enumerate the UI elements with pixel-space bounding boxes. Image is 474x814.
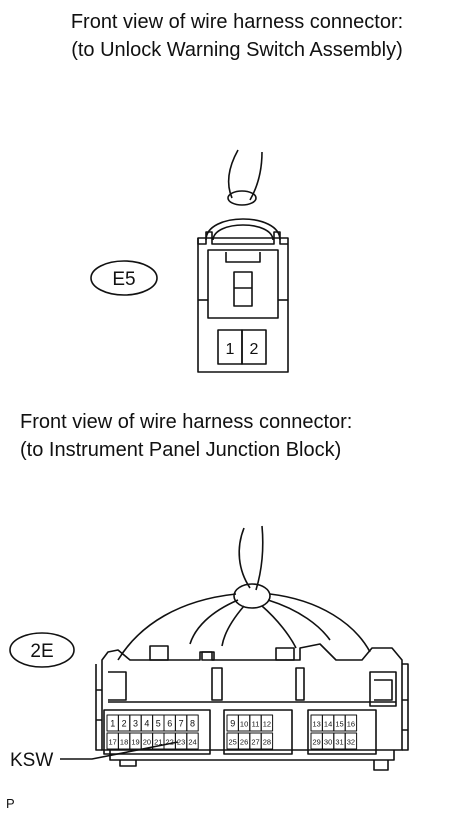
ksw-label: KSW [10, 750, 53, 771]
2e-top-tab-1 [149, 645, 169, 661]
2e-foot-right [373, 760, 389, 771]
e5-pin-1: 1 [226, 341, 235, 358]
2e-left-rib [95, 664, 102, 751]
caption-2e: Front view of wire harness connector: (t… [20, 408, 460, 464]
2e-right-rib-2 [402, 699, 408, 731]
2e-pin-29: 29 [313, 738, 321, 747]
2e-pin-10: 10 [240, 720, 248, 729]
2e-pin-cell [344, 714, 358, 732]
2e-fan-3 [221, 605, 245, 647]
2e-center-post-2 [295, 667, 305, 701]
2e-left-rib-2 [96, 689, 102, 721]
2e-fan-2 [189, 599, 239, 645]
2e-center-post [211, 667, 223, 701]
2e-pin-11: 11 [252, 720, 260, 729]
2e-pin-6: 6 [167, 719, 172, 729]
2e-pin-23: 23 [177, 738, 185, 747]
2e-pin-2: 2 [122, 719, 127, 729]
2e-pin-24: 24 [188, 738, 196, 747]
caption-e5: Front view of wire harness connector: (t… [0, 8, 474, 64]
caption-2e-line2: (to Instrument Panel Junction Block) [20, 439, 342, 461]
2e-right-latch [369, 671, 397, 707]
e5-body [197, 237, 289, 373]
2e-pin-25: 25 [229, 738, 237, 747]
2e-wire-bundle [233, 583, 271, 609]
2e-top-tab-2 [201, 651, 215, 661]
e5-lock-arc-inner [212, 224, 274, 241]
2e-pin-5: 5 [156, 719, 161, 729]
2e-pin-cell [344, 732, 358, 750]
2e-pin-22: 22 [166, 738, 174, 747]
2e-wire-2 [255, 525, 264, 591]
2e-block-c-frame [307, 709, 377, 755]
2e-right-latch-2 [374, 679, 393, 701]
2e-pin-cell [186, 714, 199, 732]
2e-pin-28: 28 [263, 738, 271, 747]
2e-pin-cell [260, 732, 274, 750]
2e-id-badge: 2E [9, 632, 75, 668]
2e-pin-9: 9 [230, 719, 235, 729]
2e-block-b-frame [223, 709, 293, 755]
caption-e5-line1: Front view of wire harness connector: [70, 11, 404, 33]
2e-pin-1: 1 [110, 719, 115, 729]
2e-pin-15: 15 [335, 720, 343, 729]
2e-pin-4: 4 [144, 719, 149, 729]
caption-2e-line1: Front view of wire harness connector: [20, 411, 353, 433]
e5-id-label: E5 [112, 269, 135, 290]
2e-fan-5 [267, 599, 331, 641]
2e-pin-14: 14 [324, 720, 332, 729]
e5-pin-2: 2 [250, 341, 259, 358]
2e-right-rib [402, 663, 409, 751]
2e-fan-1 [117, 593, 237, 661]
2e-pin-20: 20 [143, 738, 151, 747]
2e-pin-30: 30 [324, 738, 332, 747]
e5-pin-cell-2 [241, 329, 267, 365]
2e-fan-6 [269, 593, 371, 653]
2e-body [101, 643, 403, 751]
2e-fan-4 [261, 605, 297, 649]
2e-pin-cell [260, 714, 274, 732]
2e-pin-21: 21 [154, 738, 162, 747]
e5-lock-arc [205, 218, 281, 241]
ksw-callout: KSW [10, 741, 179, 771]
2e-pin-18: 18 [120, 738, 128, 747]
e5-inner-frame [207, 249, 279, 319]
2e-pin-17: 17 [109, 738, 117, 747]
e5-top-rim [197, 231, 288, 245]
2e-wire-1 [238, 527, 251, 589]
2e-left-latch [108, 671, 127, 701]
2e-pin-27: 27 [251, 738, 259, 747]
connector-e5: 1 2 [197, 149, 289, 373]
2e-pin-31: 31 [335, 738, 343, 747]
2e-pin-8: 8 [190, 719, 195, 729]
2e-pin-26: 26 [240, 738, 248, 747]
connector-2e [95, 525, 409, 771]
2e-top-tab-3 [275, 647, 295, 661]
2e-foot-left [119, 760, 137, 767]
2e-block-a-frame [103, 709, 211, 755]
2e-pin-12: 12 [263, 720, 271, 729]
2e-pin-19: 19 [131, 738, 139, 747]
e5-id-badge: E5 [90, 260, 158, 296]
2e-id-label: 2E [30, 641, 53, 662]
2e-pin-32: 32 [347, 738, 355, 747]
2e-pin-cell [186, 732, 199, 750]
e5-wire-grommet [227, 190, 257, 206]
e5-latch-slot [233, 271, 253, 307]
2e-pin-7: 7 [179, 719, 184, 729]
ksw-leader-line [60, 741, 179, 760]
2e-pin-3: 3 [133, 719, 138, 729]
2e-bottom-skirt [109, 750, 395, 761]
caption-e5-line2: (to Unlock Warning Switch Assembly) [71, 39, 403, 61]
footer-mark: P [6, 796, 15, 811]
2e-pin-13: 13 [313, 720, 321, 729]
e5-wire-2 [249, 151, 263, 201]
e5-latch [225, 252, 261, 263]
2e-pin-16: 16 [347, 720, 355, 729]
